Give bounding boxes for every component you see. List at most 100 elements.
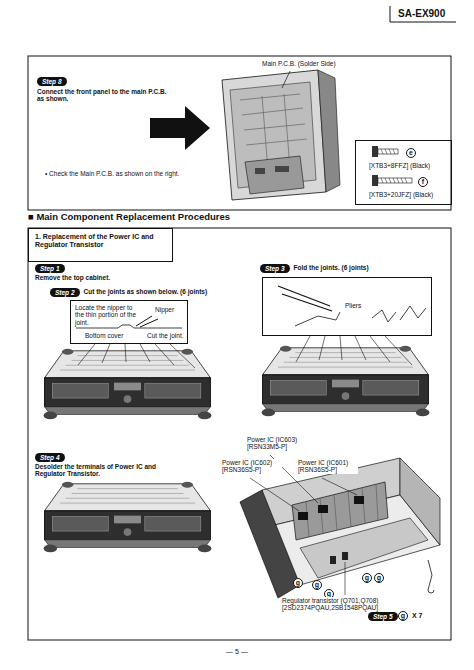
- quantity: X 7: [412, 612, 423, 620]
- callout-letter-text: f: [419, 178, 427, 186]
- callout-letter: g: [293, 578, 303, 588]
- step-frame: [28, 56, 451, 210]
- step-badge-text: Step 1: [40, 265, 60, 272]
- step-text: Connect the front panel to the main P.C.…: [37, 88, 172, 103]
- leader-line: [296, 336, 310, 362]
- detail-box-text: Pliers: [345, 302, 375, 309]
- callout-letter: f: [418, 177, 428, 187]
- side-panel: [318, 70, 340, 192]
- leader-line: [125, 344, 126, 362]
- detail-box-text: Locate the nipper to the thin portion of…: [75, 304, 143, 326]
- power-ic: [318, 505, 328, 513]
- detail-box: Pliers: [262, 277, 432, 336]
- joint: [76, 325, 182, 328]
- nipper-blade: [136, 316, 152, 326]
- fin: [334, 495, 337, 530]
- part-label: Power IC (IC602) [RSN36S5-P]: [222, 459, 282, 474]
- screw-tool: [428, 560, 434, 593]
- trace: [240, 94, 300, 100]
- trace: [246, 139, 307, 145]
- part-label: Regulator transistor (Q701,Q708) [2SD237…: [282, 597, 394, 612]
- leader-line: [345, 562, 346, 595]
- step-badge: Step 1: [35, 264, 65, 273]
- leader-line: [102, 344, 110, 363]
- trace: [242, 108, 303, 115]
- power-ic: [354, 496, 364, 504]
- connector: [275, 166, 289, 172]
- folded-joint: [400, 306, 426, 320]
- joint: [295, 312, 340, 326]
- leader-line: [155, 344, 174, 365]
- leader-line: [282, 71, 290, 88]
- screw-head: [372, 175, 378, 186]
- step-badge: Step 2: [50, 288, 80, 297]
- screw-box-text: [XTB3+20JFZ] (Black): [369, 191, 449, 198]
- detail-box: Locate the nipper to the thin portion of…: [70, 300, 188, 344]
- unit-illustration: [44, 482, 212, 552]
- pcb: [300, 518, 428, 578]
- leader-line: [170, 344, 195, 368]
- step-badge: Step 5: [368, 612, 398, 621]
- connector: [255, 168, 265, 174]
- step-badge: Step 4: [35, 453, 65, 462]
- callout-letter: e: [406, 148, 416, 158]
- heatsink-fins: [306, 484, 378, 537]
- thread: [381, 149, 395, 154]
- fin: [362, 488, 365, 523]
- screw-box: [XTB3+8FFZ] (Black)[XTB3+20JFZ] (Black)e…: [355, 140, 452, 205]
- step-badge-text: Step 4: [40, 454, 60, 461]
- page-number: — 5 —: [0, 648, 474, 656]
- step-badge: Step 3: [260, 264, 290, 273]
- step-text: Remove the top cabinet.: [35, 274, 110, 281]
- nipper-blade: [140, 319, 158, 327]
- step-badge-text: Step 2: [55, 289, 75, 296]
- callout-leaders: [250, 455, 357, 595]
- step-badge: Step 8: [37, 77, 67, 86]
- leader-line: [140, 344, 150, 362]
- part-label: Main P.C.B. (Solder Side): [262, 60, 336, 67]
- header-rule: [390, 6, 391, 22]
- leader-line: [322, 478, 357, 495]
- regulator-transistor: [342, 552, 348, 560]
- trace: [244, 124, 305, 130]
- screw-f: [372, 175, 412, 186]
- callout-letter: g: [398, 611, 408, 621]
- leader-line: [385, 336, 412, 365]
- procedure-frame: [28, 228, 451, 640]
- leader-line: [370, 336, 390, 362]
- detail-box-text: Nipper: [155, 306, 185, 313]
- open-unit-illustration: [240, 458, 440, 598]
- leader-line: [319, 336, 325, 360]
- callout-letter-text: e: [407, 149, 415, 157]
- callout-letter-text: g: [363, 574, 371, 582]
- callout-letter: g: [362, 573, 372, 583]
- leader-line: [340, 336, 342, 360]
- screw-head: [372, 146, 378, 157]
- callout-letter-text: g: [313, 581, 321, 589]
- screw-e: [372, 146, 398, 157]
- callout-letter-text: g: [375, 574, 383, 582]
- step-badge-text: Step 5: [373, 613, 393, 620]
- callout-letter: g: [312, 580, 322, 590]
- part-label: Power IC (IC601) [RSN36S5-P]: [298, 459, 358, 474]
- note-text: • Check the Main P.C.B. as shown on the …: [45, 170, 195, 177]
- front-panel: [240, 490, 300, 598]
- detail-box-text: Bottom cover: [85, 332, 135, 339]
- step-badge-text: Step 8: [42, 78, 62, 85]
- main-pcb-illustration: [222, 70, 340, 200]
- leader-line: [78, 344, 95, 365]
- part-label: Power IC (IC603) [RSN33M5-P]: [247, 436, 307, 451]
- screw-shaft: [378, 178, 412, 183]
- pliers-sketch: [278, 286, 426, 326]
- regulator-transistor: [330, 556, 336, 564]
- detail-box-text: Cut the joint.: [147, 332, 185, 339]
- fin: [348, 491, 351, 527]
- folded-joint: [372, 310, 396, 322]
- screw-shaft: [378, 149, 398, 154]
- leader-line: [250, 478, 299, 511]
- step-text: Cut the joints as shown below. (6 joints…: [84, 288, 208, 295]
- front-board: [245, 156, 304, 194]
- pliers-handle: [278, 286, 330, 306]
- callout-letter-text: g: [294, 579, 302, 587]
